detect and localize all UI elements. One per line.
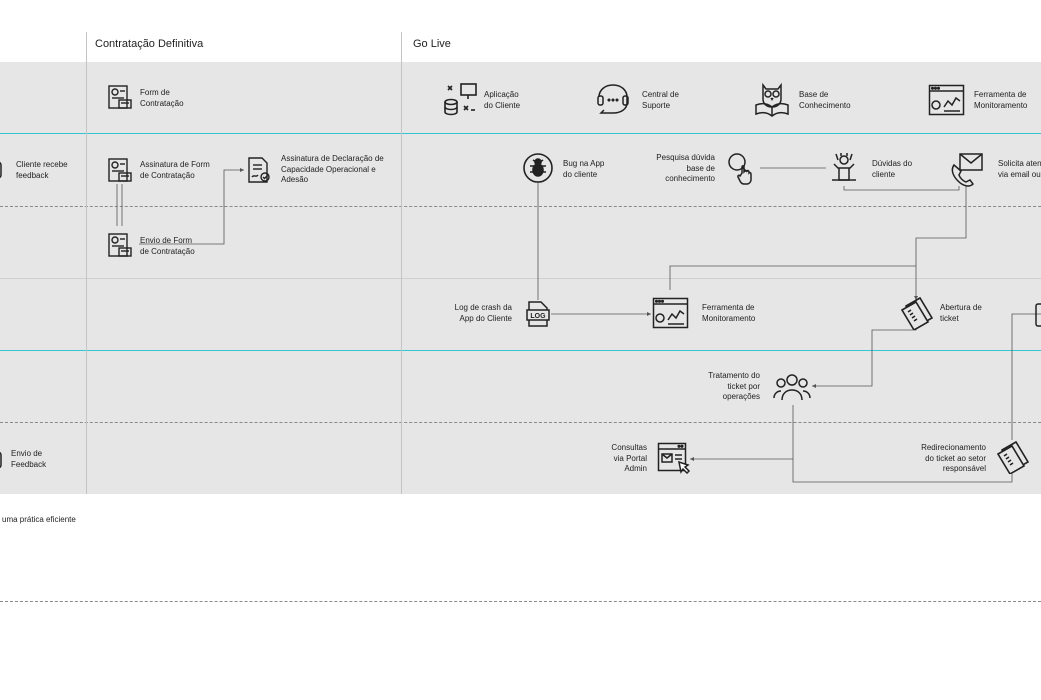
label-bug-app: Bug na App do cliente <box>563 159 605 179</box>
phone-mail-icon <box>951 153 983 187</box>
document-form-icon <box>108 85 132 109</box>
lane-divider-dashed <box>0 206 1041 207</box>
label-assinatura-declaracao: Assinatura de Declaração de Capacidade O… <box>281 154 384 184</box>
bug-icon <box>523 153 553 183</box>
ticket-icon <box>900 296 934 330</box>
document-form-icon <box>108 233 132 257</box>
partial-icon <box>0 451 2 469</box>
label-cliente-recebe-feedback: Cliente recebe feedback <box>16 160 68 180</box>
label-ferramenta-monitoramento-top: Ferramenta de Monitoramento <box>974 90 1028 110</box>
label-ferramenta-monitoramento-mid: Ferramenta de Monitoramento <box>702 303 756 323</box>
lane-divider-dashed <box>0 422 1041 423</box>
label-assinatura-form: Assinatura de Form de Contratação <box>140 160 210 180</box>
lane-divider <box>0 278 1041 279</box>
lane-divider-line-of-visibility <box>0 350 1041 351</box>
admin-portal-icon <box>657 442 691 474</box>
label-form-contratacao: Form de Contratação <box>140 88 184 108</box>
owl-book-icon <box>755 82 789 117</box>
partial-icon <box>0 161 2 179</box>
search-hand-icon <box>728 153 752 185</box>
phase-title-golive: Go Live <box>413 38 451 50</box>
lane-divider-line-of-interaction <box>0 133 1041 134</box>
headset-chat-icon <box>597 84 629 114</box>
document-form-icon <box>108 158 132 182</box>
monitor-chart-icon <box>928 84 965 116</box>
label-redirecionamento-ticket: Redirecionamento do ticket ao setor resp… <box>921 443 986 473</box>
ticket-icon <box>996 440 1030 474</box>
phase-title-contratacao: Contratação Definitiva <box>95 38 204 50</box>
partial-icon <box>1035 303 1041 327</box>
footer-note: uma prática eficiente <box>2 515 76 524</box>
team-icon <box>773 374 811 401</box>
label-aplicacao-cliente: Aplicação do Cliente <box>484 90 521 110</box>
monitor-chart-icon <box>652 297 689 329</box>
label-pesquisa-duvida: Pesquisa dúvida base de conhecimento <box>656 153 715 183</box>
label-log-crash: Log de crash da App do Cliente <box>454 303 512 323</box>
bottom-dashed-divider <box>0 601 1041 602</box>
label-duvidas-cliente: Dúvidas do cliente <box>872 159 913 179</box>
phase-separator <box>86 32 87 494</box>
svg-text:LOG: LOG <box>530 313 546 320</box>
log-file-icon: LOG <box>526 301 550 327</box>
label-envio-feedback: Envio de Feedback <box>11 449 47 469</box>
label-tratamento-ticket: Tratamento do ticket por operações <box>708 371 760 401</box>
label-consultas-portal: Consultas via Portal Admin <box>611 443 647 473</box>
label-envio-form: Envio de Form de Contratação <box>140 236 195 256</box>
contract-sign-icon <box>248 157 270 183</box>
label-abertura-ticket: Abertura de ticket <box>940 303 982 323</box>
label-base-conhecimento: Base de Conhecimento <box>799 90 851 110</box>
database-apps-icon <box>444 83 477 116</box>
confused-person-icon <box>832 153 856 181</box>
label-solicita-atendimento: Solicita atend via email ou t <box>998 159 1041 179</box>
label-central-suporte: Central de Suporte <box>642 90 679 110</box>
phase-separator <box>401 32 402 494</box>
